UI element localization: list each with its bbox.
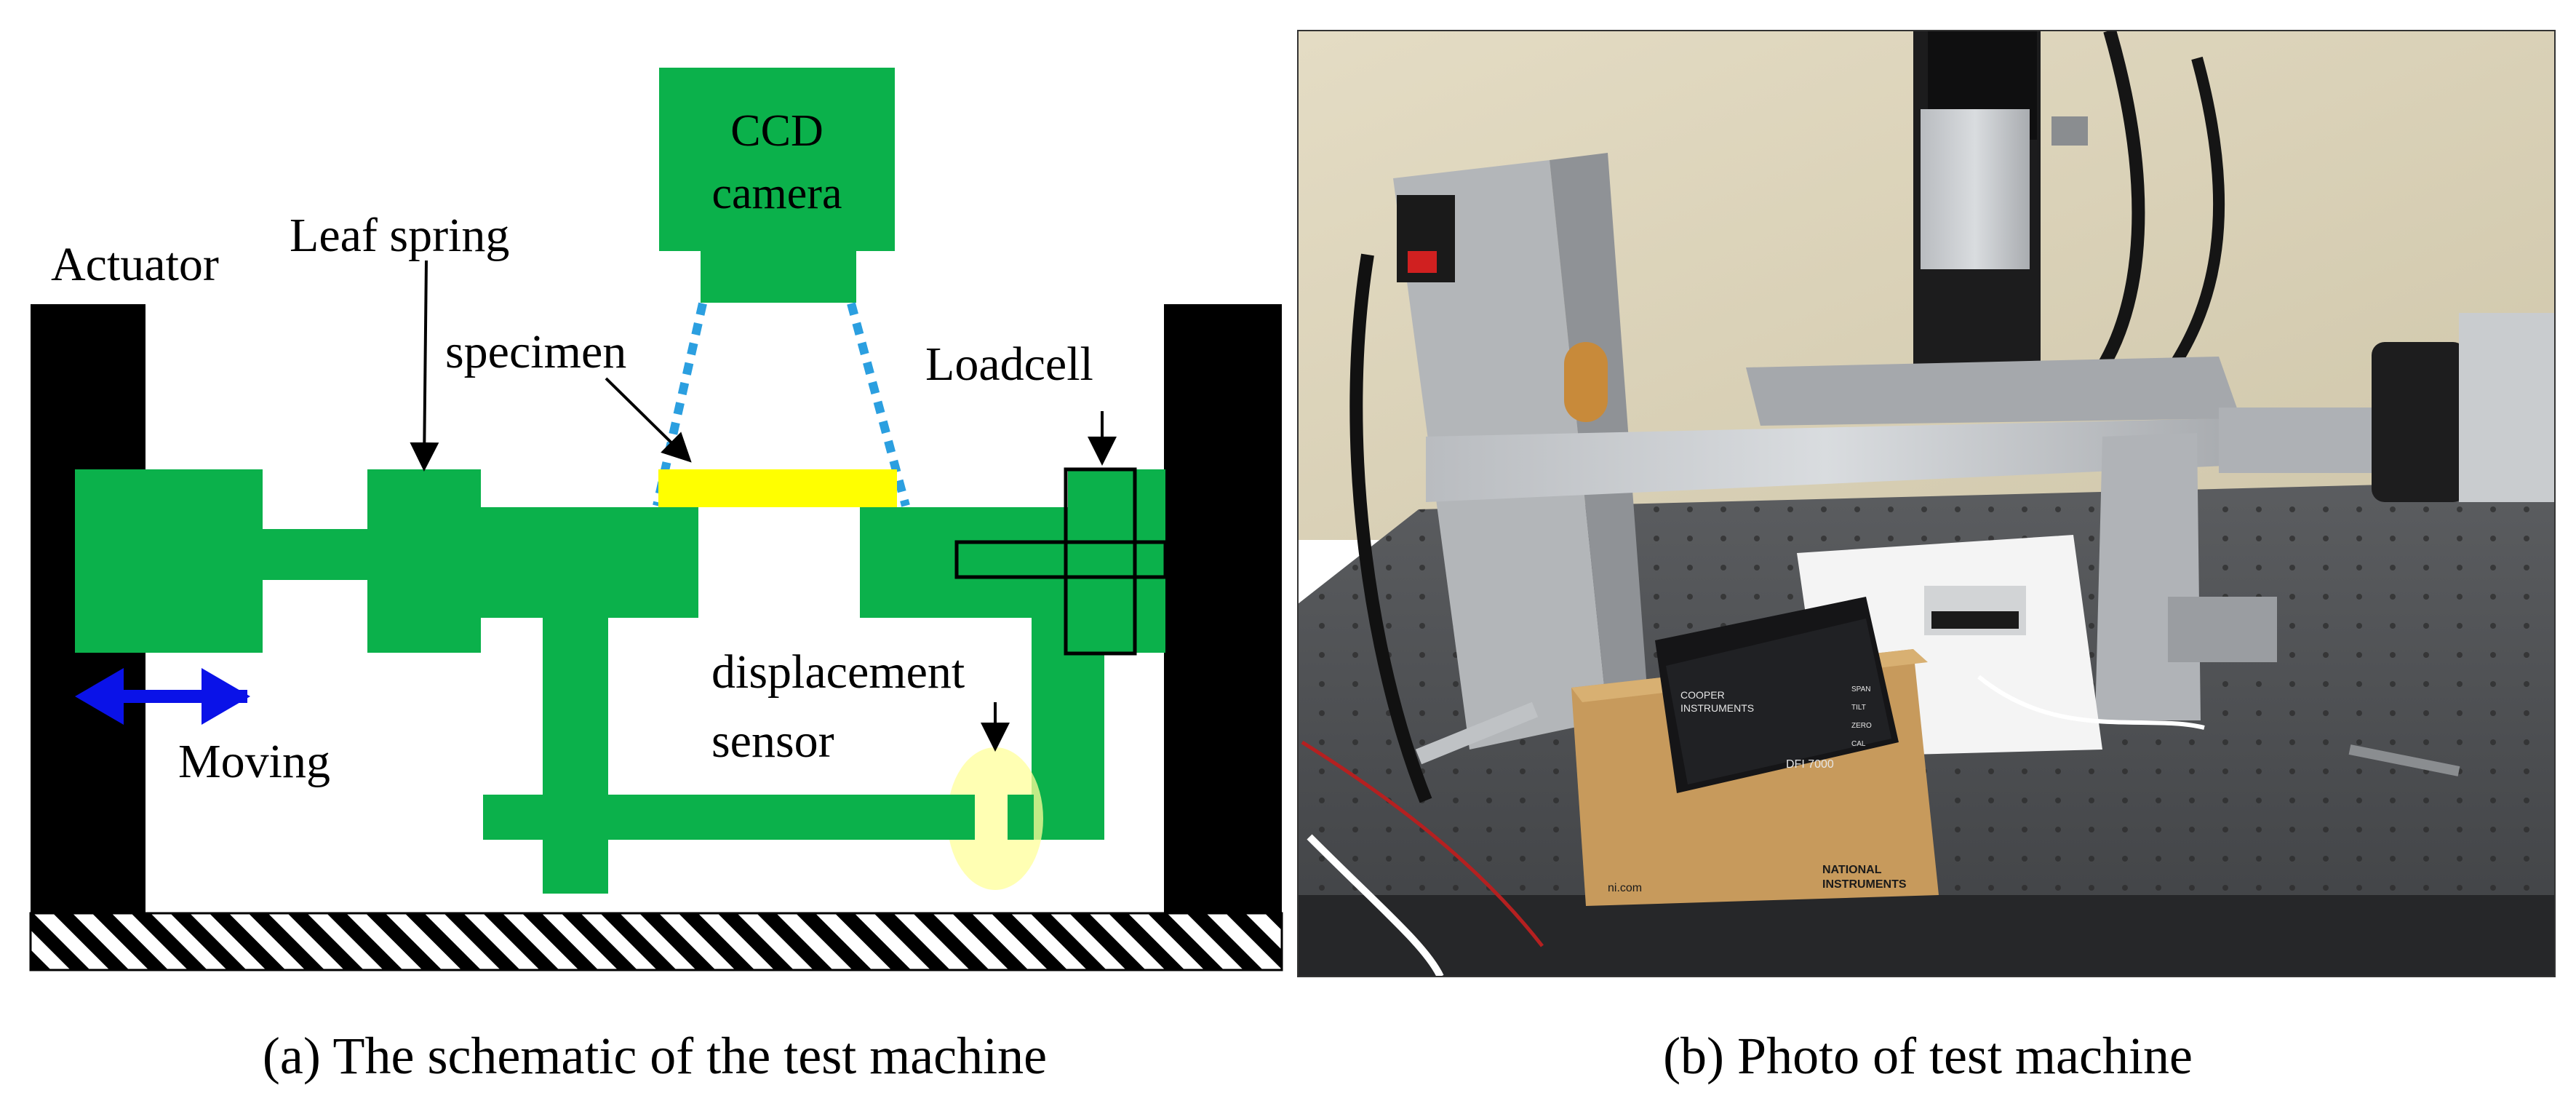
device-model: DFI 7000 xyxy=(1786,758,1834,771)
loadcell-label: Loadcell xyxy=(925,338,1093,391)
device-btn-cal: CAL xyxy=(1851,740,1866,748)
actuator-label: Actuator xyxy=(51,238,219,291)
device-brand-line1: COOPER xyxy=(1680,689,1725,701)
ccd-camera: CCD camera xyxy=(659,68,895,303)
displacement-label-line2: sensor xyxy=(711,715,834,768)
ccd-label-line2: camera xyxy=(712,169,842,218)
moving-arrow xyxy=(75,668,250,725)
specimen-label: specimen xyxy=(445,325,626,378)
test-frame xyxy=(1426,418,2226,502)
moving-label: Moving xyxy=(178,735,330,788)
box-logo-line2: INSTRUMENTS xyxy=(1822,878,1907,891)
schematic: CCD camera Actuator Leaf spring specimen… xyxy=(29,68,1283,1085)
photo: NATIONAL INSTRUMENTS ni.com COOPER INSTR… xyxy=(1297,30,2556,1085)
loadcell xyxy=(954,467,1168,656)
leaf-spring-arrow xyxy=(410,260,439,472)
machine-body xyxy=(75,469,1165,894)
device-btn-span: SPAN xyxy=(1851,685,1871,693)
device-btn-tilt: TILT xyxy=(1851,704,1866,712)
caption-a: (a) The schematic of the test machine xyxy=(263,1027,1047,1085)
caption-b: (b) Photo of test machine xyxy=(1663,1027,2193,1085)
sensor-highlight xyxy=(947,747,1043,890)
sensor-probe-right xyxy=(1008,795,1034,840)
box-logo-line1: NATIONAL xyxy=(1822,864,1882,876)
displacement-label-line1: displacement xyxy=(711,645,965,699)
sensor-probe-left xyxy=(947,795,975,840)
specimen-arrow xyxy=(605,377,692,463)
right-support xyxy=(2095,433,2201,720)
specimen-bar xyxy=(658,469,897,507)
box-url: ni.com xyxy=(1608,882,1642,894)
device-btn-zero: ZERO xyxy=(1851,722,1872,730)
leaf-spring-label: Leaf spring xyxy=(290,209,509,262)
device-brand-line2: INSTRUMENTS xyxy=(1680,702,1754,714)
cable xyxy=(2089,31,2145,383)
ground-hatch xyxy=(29,912,1283,971)
right-frame xyxy=(1164,304,1282,914)
ccd-label-line1: CCD xyxy=(730,106,823,156)
